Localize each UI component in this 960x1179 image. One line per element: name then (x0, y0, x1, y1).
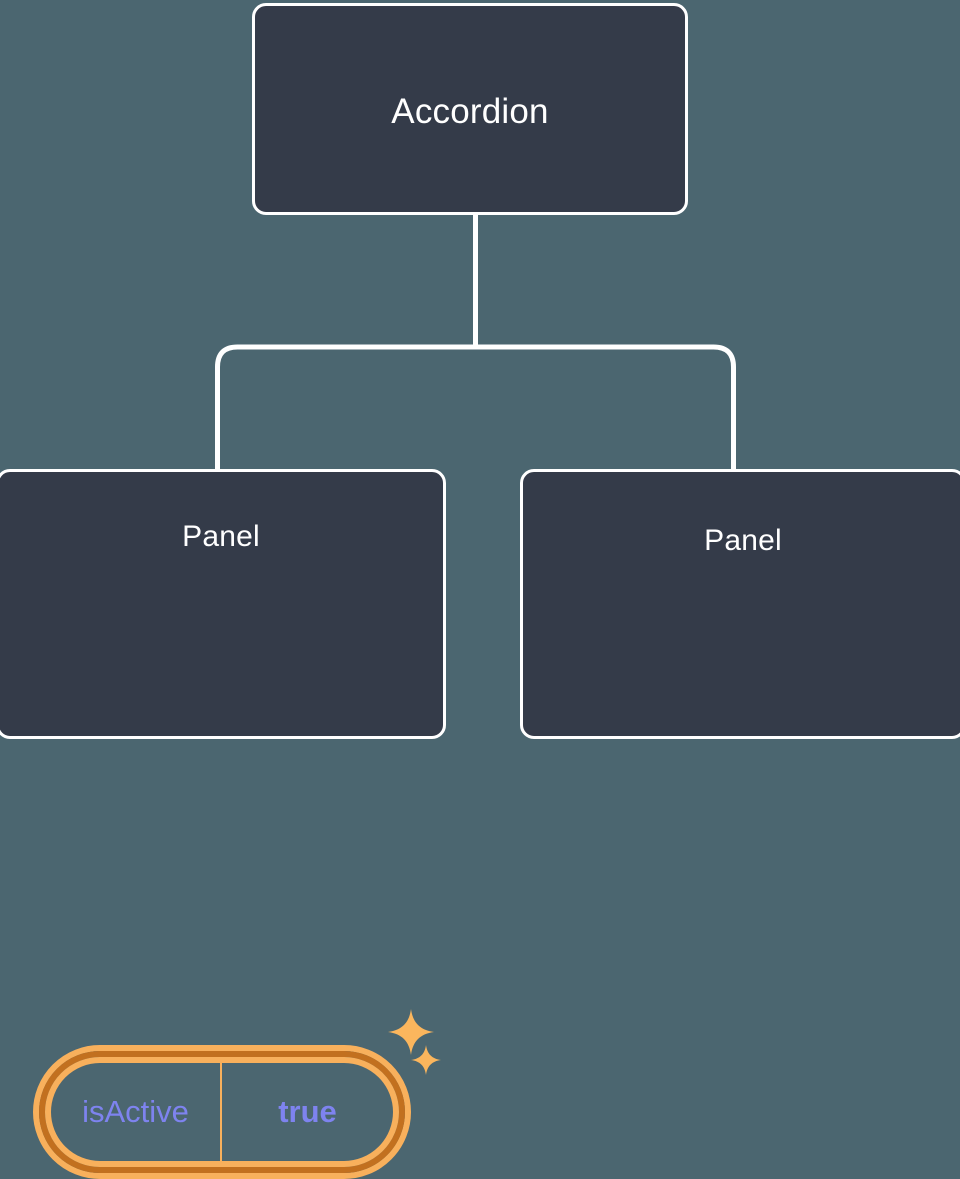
prop-pill-isactive-true[interactable]: isActive true (33, 1045, 411, 1179)
node-accordion[interactable]: Accordion (252, 3, 688, 215)
node-panel-active[interactable]: Panel isActive true (0, 469, 446, 1179)
node-panel-inactive[interactable]: Panel isActive false (520, 469, 960, 739)
prop-value-true: true (278, 1094, 337, 1129)
component-tree-diagram: Accordion Panel isActive true Panel isAc… (0, 3, 960, 1179)
connector-branch-bar (215, 344, 736, 470)
sparkle-small-icon (411, 1045, 441, 1075)
sparkle-large-icon (388, 1009, 434, 1055)
prop-name-isactive: isActive (51, 1063, 222, 1161)
prop-pill-inner-ring: isActive true (45, 1057, 399, 1167)
node-accordion-label: Accordion (391, 92, 549, 131)
node-panel-active-label: Panel (182, 520, 260, 553)
node-panel-inactive-label: Panel (704, 524, 782, 557)
